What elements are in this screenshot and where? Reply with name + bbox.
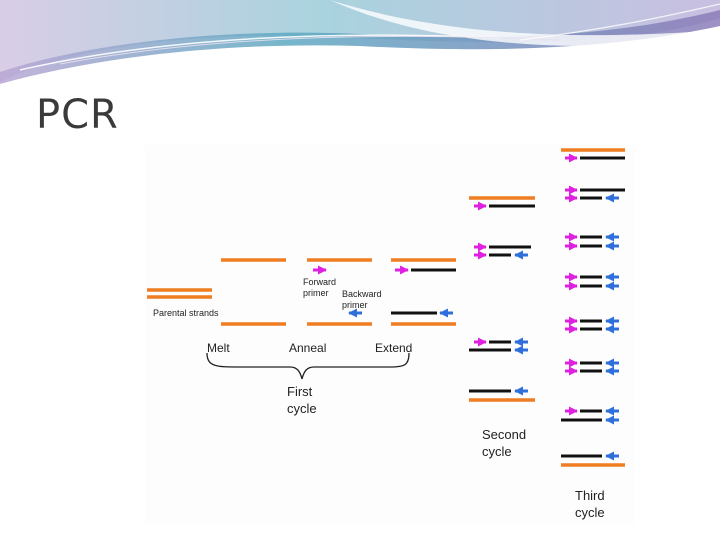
header-banner (0, 0, 720, 84)
third-cycle-label: Third cycle (575, 488, 605, 520)
pcr-diagram: Parental strands Forward primer Backward… (145, 145, 635, 525)
pcr-diagram-graphic (147, 148, 625, 467)
parental-strands-label: Parental strands (153, 308, 219, 318)
melt-label: Melt (207, 341, 230, 355)
parental-strands (147, 288, 212, 299)
first-cycle-label: First cycle (287, 384, 317, 416)
third-cycle-products (561, 148, 625, 467)
anneal-step (307, 258, 372, 326)
forward-primer-label: Forward primer (303, 277, 337, 298)
slide-title: PCR (36, 92, 119, 138)
second-cycle-label: Second cycle (482, 427, 527, 459)
extend-label: Extend (375, 341, 413, 355)
extend-step (391, 258, 456, 326)
backward-primer-label: Backward primer (342, 289, 382, 310)
anneal-label: Anneal (289, 341, 327, 355)
second-cycle-products (469, 196, 535, 402)
melt-step (221, 258, 286, 326)
first-cycle-brace (206, 352, 410, 380)
